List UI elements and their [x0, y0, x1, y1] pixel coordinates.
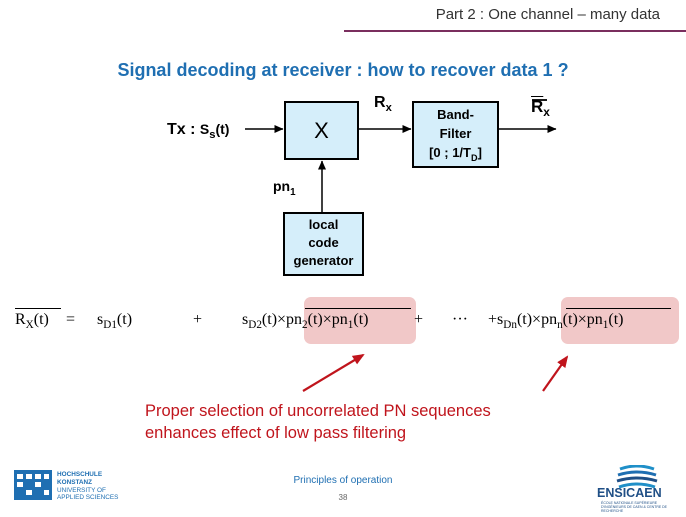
section-title: Part 2 : One channel – many data	[435, 6, 660, 23]
footer-title: Principles of operation	[293, 475, 393, 486]
equation-term-2: sD2(t)×pn2(t)×pn1(t)	[242, 311, 369, 331]
header-rule	[344, 30, 686, 32]
equation-lhs: RX(t)	[15, 311, 49, 331]
ensicaen-subtitle: ÉCOLE NATIONALE SUPÉRIEURE D'INGÉNIEURS …	[601, 501, 668, 514]
generator-line-3: generator	[293, 253, 354, 268]
hochschule-logo-text: HOCHSCHULE KONSTANZ UNIVERSITY OF APPLIE…	[57, 471, 119, 502]
ensicaen-name: ENSICAEN	[597, 486, 662, 500]
pn-code-label: pn1	[273, 178, 296, 198]
page-number: 38	[338, 493, 348, 502]
ensicaen-logo-icon	[616, 465, 658, 489]
note-text: Proper selection of uncorrelated PN sequ…	[145, 400, 491, 444]
note-arrow-right	[542, 355, 569, 392]
generator-line-2: code	[308, 235, 339, 250]
input-label: Tx : Ss(t)	[167, 121, 230, 141]
termn-overbar	[566, 308, 671, 310]
note-line-1: Proper selection of uncorrelated PN sequ…	[145, 402, 491, 420]
equation-equals: =	[66, 311, 76, 328]
highlight-term-n	[561, 297, 679, 344]
equation-plus-2: +	[414, 311, 424, 328]
hochschule-logo-icon	[14, 470, 52, 500]
mixer-symbol: X	[314, 117, 329, 143]
equation-plus-1: +	[193, 311, 203, 328]
generator-line-1: local	[308, 217, 339, 232]
filter-line-3: [0 ; 1/TD]	[429, 145, 482, 163]
local-code-generator-block: local code generator	[283, 212, 364, 276]
equation-term-n: +sDn(t)×pnn(t)×pn1(t)	[488, 311, 624, 331]
filter-output-label: Rx	[531, 97, 550, 119]
highlight-term-2	[304, 297, 416, 344]
slide-title: Signal decoding at receiver : how to rec…	[117, 60, 569, 80]
equation-ellipsis: ···	[452, 311, 468, 328]
note-line-2: enhances effect of low pass filtering	[145, 424, 407, 442]
filter-line-1: Band-	[437, 107, 474, 122]
term2-overbar	[305, 308, 411, 310]
equation-term-1: sD1(t)	[97, 311, 133, 331]
note-arrow-left	[302, 353, 365, 392]
filter-line-2: Filter	[439, 126, 472, 141]
band-filter-block: Band- Filter [0 ; 1/TD]	[412, 101, 499, 168]
lhs-overbar	[15, 308, 61, 310]
mixer-output-label: Rx	[374, 94, 392, 114]
mixer-block: X	[284, 101, 359, 160]
